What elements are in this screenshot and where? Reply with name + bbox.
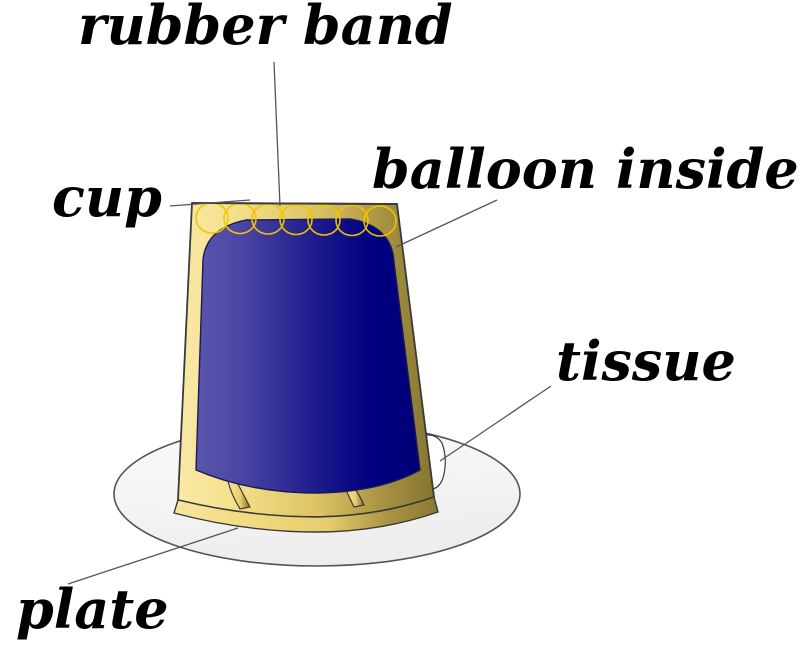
leader-line-tissue [439,385,552,462]
label-balloon-inside: balloon inside [372,137,799,201]
cup-rim-edge [191,202,398,205]
leader-lines [67,61,552,585]
leader-line-cup [169,199,251,207]
rubber-band-loop [335,204,369,237]
balloon-body [195,218,421,494]
label-cup: cup [52,165,162,229]
cup-base-rim [173,496,439,533]
rubber-band-loop [307,204,341,236]
cup-strut-left [227,479,251,510]
rubber-band-loop [363,205,397,237]
label-tissue: tissue [556,329,736,393]
label-plate: plate [16,577,169,641]
balloon-inside [195,218,421,494]
rubber-band-loop [279,203,313,236]
rubber-band [195,202,397,237]
label-rubber-band: rubber band [78,0,453,57]
leader-line-balloon [395,199,498,248]
leader-line-rubber-band [273,61,281,207]
cup-base-web [173,479,439,533]
leader-line-plate [67,527,239,585]
